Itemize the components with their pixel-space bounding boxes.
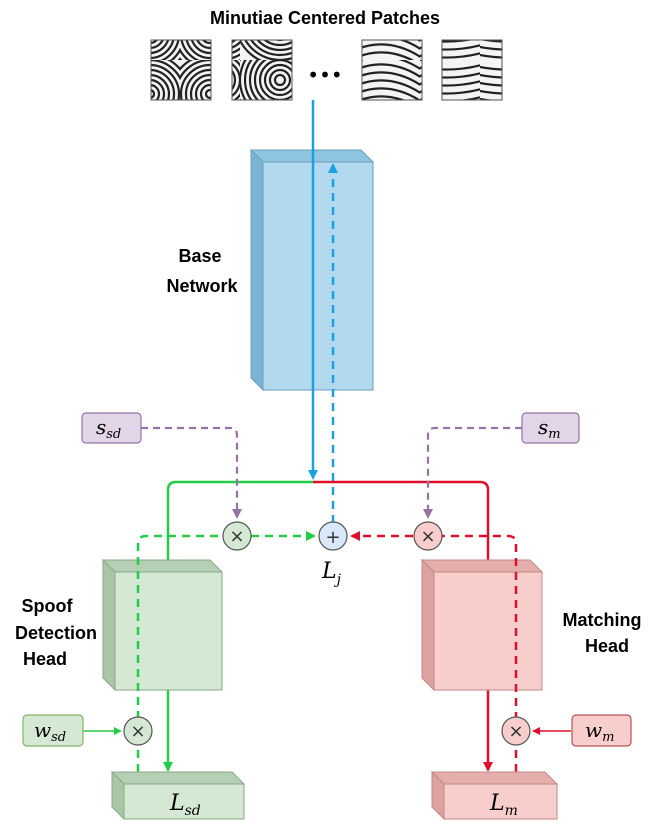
s-sd-flow xyxy=(141,426,242,519)
spoof-head-label-line2: Detection xyxy=(15,623,97,643)
fingerprint-patch-image xyxy=(150,39,212,101)
s-m-label: sm xyxy=(538,415,561,442)
sum-node: + xyxy=(318,521,348,551)
fingerprint-patch-image xyxy=(441,39,503,101)
w-m-label: wm xyxy=(585,718,614,745)
s-sd-label: ssd xyxy=(96,415,121,442)
loss-matching-sub: m xyxy=(505,803,518,819)
s-sd-box xyxy=(81,412,142,444)
plus-icon: + xyxy=(325,527,340,548)
multiply-node-w-m: × xyxy=(501,716,531,746)
spoof-detection-head-block xyxy=(101,558,224,692)
multiply-node-w-sd: × xyxy=(123,716,153,746)
base-network-label-line2: Network xyxy=(166,276,238,296)
w-m-base: w xyxy=(585,718,602,742)
multiply-node-spoof: × xyxy=(222,521,252,551)
multiply-icon: × xyxy=(130,721,145,742)
matching-weighted-dashed xyxy=(442,534,518,720)
multiply-icon: × xyxy=(508,721,523,742)
loss-matching-base: L xyxy=(489,791,505,816)
loss-spoof-base: L xyxy=(169,791,185,816)
fingerprint-patch-image xyxy=(361,39,423,101)
matching-head-label-line2: Head xyxy=(585,636,629,656)
matching-head-block xyxy=(420,558,544,692)
s-sd-base: s xyxy=(96,415,106,439)
w-sd-sub: sd xyxy=(51,730,66,745)
loss-matching-label: Lm xyxy=(489,791,518,819)
ellipsis-dots: ••• xyxy=(307,63,342,87)
multiply-icon: × xyxy=(420,526,435,547)
s-m-flow xyxy=(423,426,522,519)
s-m-base: s xyxy=(538,415,548,439)
spoof-forward-flow xyxy=(163,480,313,772)
w-m-sub: m xyxy=(602,730,614,745)
w-sd-label: wsd xyxy=(34,718,66,745)
loss-spoof-sub: sd xyxy=(185,803,201,819)
loss-joint-base: L xyxy=(321,559,337,584)
diagram-title: Minutiae Centered Patches xyxy=(210,8,440,28)
matching-head-label-line1: Matching xyxy=(563,610,642,630)
loss-spoof-label: Lsd xyxy=(169,791,201,819)
base-network-block xyxy=(249,148,375,392)
fingerprint-patches: ••• xyxy=(150,39,503,101)
w-sd-box xyxy=(22,714,84,747)
loss-joint-sub: j xyxy=(334,572,342,588)
loss-matching-block xyxy=(430,770,559,821)
w-sd-base: w xyxy=(34,718,51,742)
loss-joint-label: Lj xyxy=(321,559,342,588)
base-network-label-line1: Base xyxy=(178,246,221,266)
s-m-box xyxy=(521,412,580,444)
multiply-icon: × xyxy=(229,526,244,547)
w-m-box xyxy=(571,714,632,747)
fingerprint-patch-image xyxy=(231,39,293,101)
matching-forward-flow xyxy=(313,480,493,772)
spoof-weighted-dashed xyxy=(136,534,222,719)
spoof-head-label-line3: Head xyxy=(23,649,67,669)
s-m-sub: m xyxy=(548,427,560,442)
loss-spoof-block xyxy=(110,770,246,821)
spoof-head-label-line1: Spoof xyxy=(22,596,74,616)
multiply-node-matching: × xyxy=(413,521,443,551)
s-sd-sub: sd xyxy=(106,427,121,442)
